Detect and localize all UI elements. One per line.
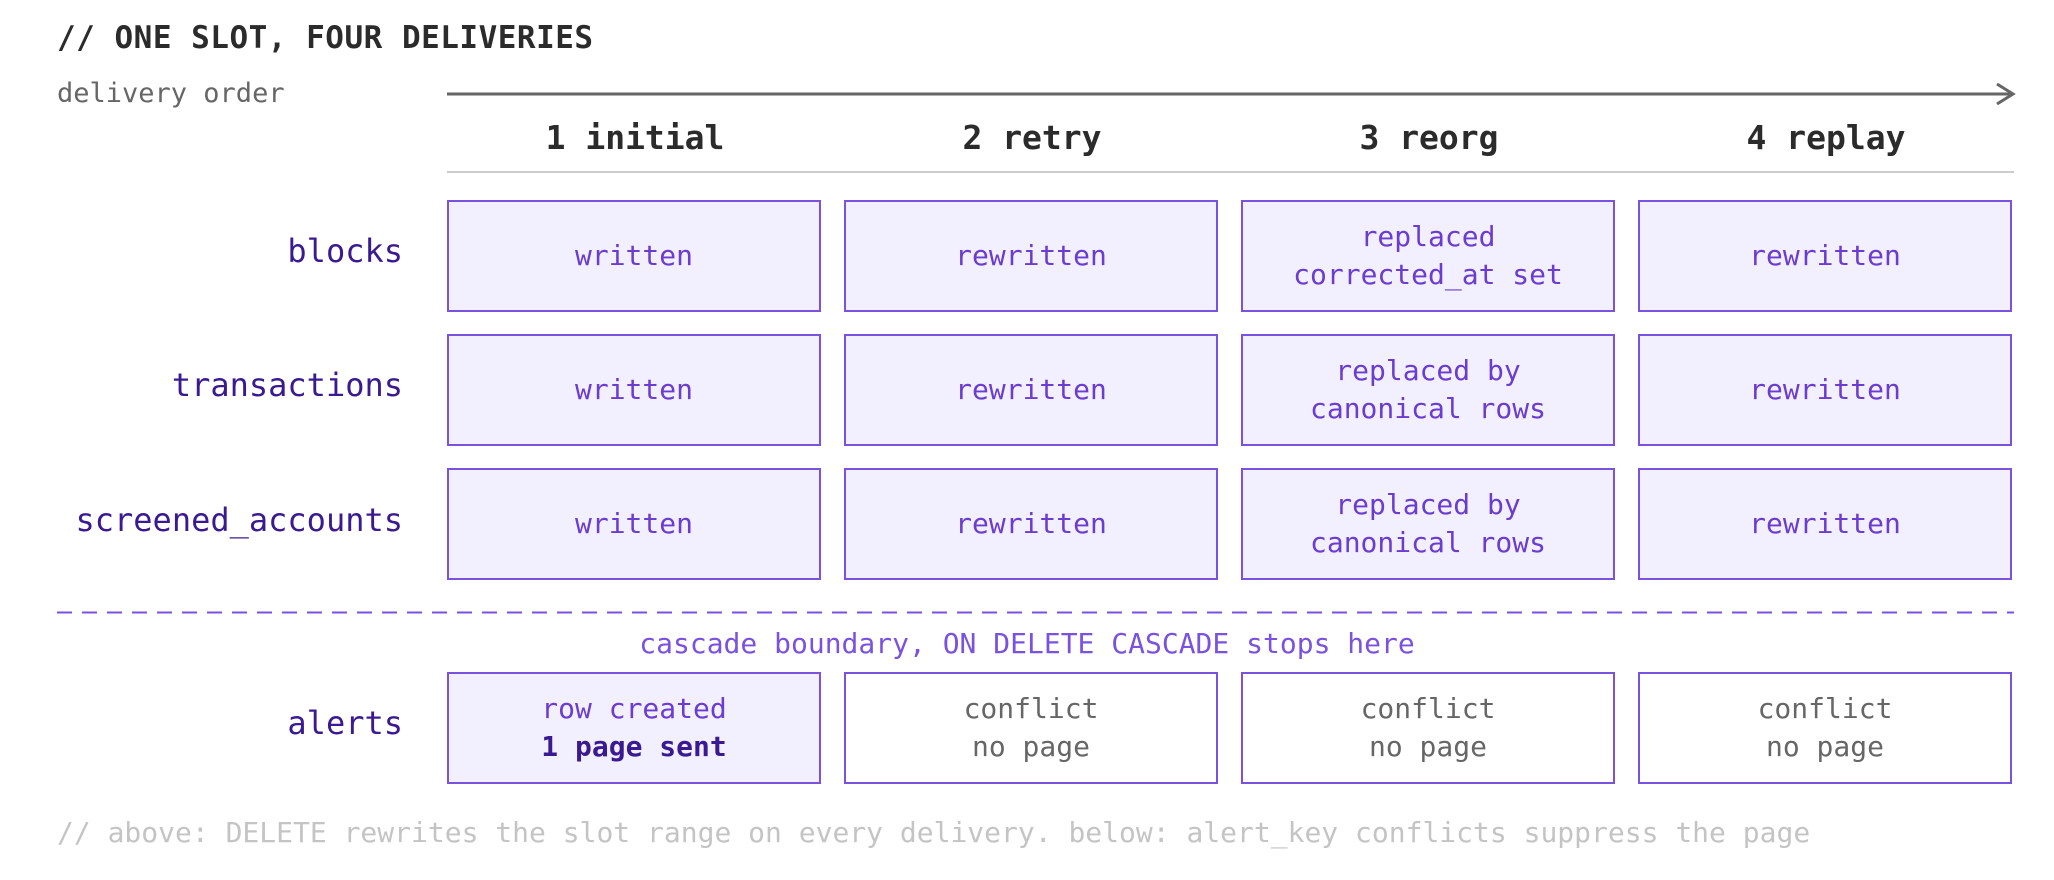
cell-text: no page — [1765, 730, 1884, 763]
cell-text: corrected_at set — [1293, 258, 1563, 291]
cell-transactions-replay: rewritten — [1638, 334, 2012, 446]
cell-text: replaced by — [1335, 354, 1521, 387]
cell-blocks-retry: rewritten — [844, 200, 1218, 312]
delivery-order-arrow — [447, 82, 2016, 106]
cell-text: canonical rows — [1309, 526, 1546, 559]
row-label-transactions: transactions — [171, 366, 403, 404]
column-header-replay: 4 replay — [1746, 118, 1906, 157]
cell-blocks-initial: written — [447, 200, 821, 312]
cell-transactions-reorg: replaced by canonical rows — [1241, 334, 1615, 446]
cell-text: rewritten — [955, 507, 1107, 540]
cell-screened-accounts-reorg: replaced by canonical rows — [1241, 468, 1615, 580]
cell-text: conflict — [963, 692, 1099, 725]
cell-text: conflict — [1757, 692, 1893, 725]
cell-text: replaced — [1360, 220, 1496, 253]
cell-text: rewritten — [955, 373, 1107, 406]
cell-text: written — [574, 373, 693, 406]
cell-transactions-initial: written — [447, 334, 821, 446]
cell-text: rewritten — [955, 239, 1107, 272]
page-title: // ONE SLOT, FOUR DELIVERIES — [57, 20, 594, 56]
cell-text: canonical rows — [1309, 392, 1546, 425]
cell-alerts-retry: conflict no page — [844, 672, 1218, 784]
column-header-retry: 2 retry — [962, 118, 1102, 157]
cell-text: rewritten — [1749, 239, 1901, 272]
row-label-blocks: blocks — [287, 232, 403, 270]
column-header-initial: 1 initial — [545, 118, 725, 157]
page-sent-text: 1 page sent — [541, 730, 727, 763]
cell-transactions-retry: rewritten — [844, 334, 1218, 446]
cell-screened-accounts-initial: written — [447, 468, 821, 580]
cell-blocks-replay: rewritten — [1638, 200, 2012, 312]
cell-text: rewritten — [1749, 507, 1901, 540]
footnote: // above: DELETE rewrites the slot range… — [57, 816, 1811, 849]
header-rule — [447, 171, 2014, 173]
cell-screened-accounts-replay: rewritten — [1638, 468, 2012, 580]
cell-blocks-reorg: replaced corrected_at set — [1241, 200, 1615, 312]
column-header-reorg: 3 reorg — [1359, 118, 1499, 157]
row-label-screened-accounts: screened_accounts — [75, 501, 403, 539]
cell-text: no page — [971, 730, 1090, 763]
cell-text: rewritten — [1749, 373, 1901, 406]
cell-text: row created — [541, 692, 727, 725]
cascade-boundary-note: cascade boundary, ON DELETE CASCADE stop… — [639, 627, 1415, 660]
cell-alerts-reorg: conflict no page — [1241, 672, 1615, 784]
cell-text: conflict — [1360, 692, 1496, 725]
axis-label: delivery order — [57, 78, 285, 109]
cascade-boundary-line — [57, 611, 2014, 614]
row-label-alerts: alerts — [287, 704, 403, 742]
cell-text: written — [574, 507, 693, 540]
cell-screened-accounts-retry: rewritten — [844, 468, 1218, 580]
cell-alerts-initial: row created 1 page sent — [447, 672, 821, 784]
cell-alerts-replay: conflict no page — [1638, 672, 2012, 784]
cell-text: written — [574, 239, 693, 272]
cell-text: no page — [1368, 730, 1487, 763]
cell-text: replaced by — [1335, 488, 1521, 521]
